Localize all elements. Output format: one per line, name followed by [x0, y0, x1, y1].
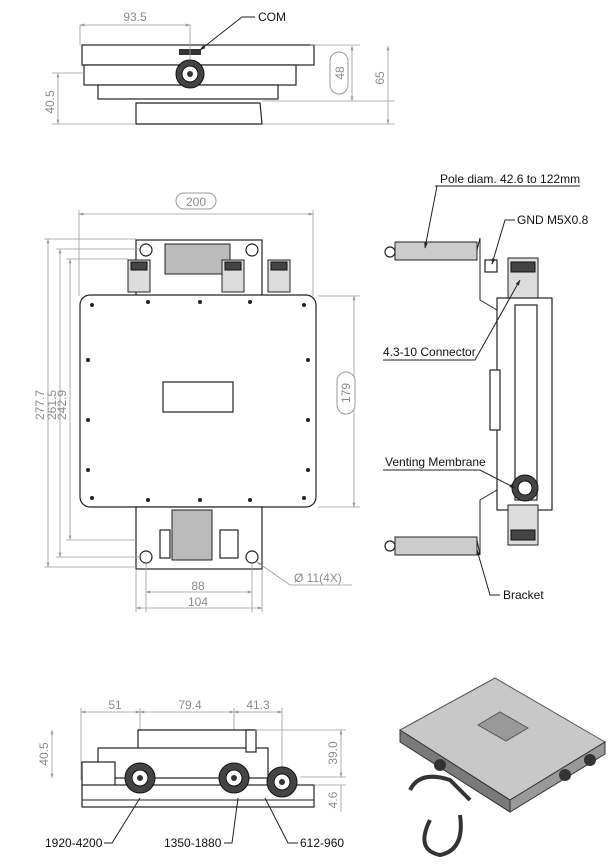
isometric-render: [399, 677, 606, 858]
port-label-1350-1880: 1350-1880: [164, 836, 222, 850]
callout-pole-diameter: Pole diam. 42.6 to 122mm: [440, 172, 580, 186]
dim-40-5-top: 40.5: [43, 90, 57, 114]
callout-com: COM: [258, 10, 286, 24]
pole-clamp-spring: [164, 243, 231, 275]
dim-41-3: 41.3: [246, 698, 270, 712]
dim-93-5: 93.5: [123, 10, 147, 24]
iso-pole-bracket: [408, 774, 472, 858]
dim-277-7: 277.7: [33, 390, 47, 420]
port-label-1920-4200: 1920-4200: [45, 836, 103, 850]
dim-48: 48: [333, 66, 347, 80]
bottom-ports: [124, 762, 298, 798]
dim-48-pill: [329, 51, 349, 95]
dim-65: 65: [373, 71, 387, 85]
upper-pole-clamp: [394, 241, 478, 261]
dim-88: 88: [191, 579, 205, 593]
front-view: 200 277.7 261.5 242.9: [33, 192, 360, 612]
callout-gnd: GND M5X0.8: [517, 213, 589, 227]
gnd-stud: [484, 259, 498, 273]
dim-104: 104: [188, 595, 208, 609]
iso-label-window: [477, 711, 529, 742]
dim-179: 179: [339, 383, 353, 403]
bottom-view: 51 79.4 41.3 40.5 39.0 4.6 1920-4200 135…: [37, 698, 346, 850]
dim-39-0: 39.0: [326, 741, 340, 765]
dim-179-pill: [336, 371, 356, 415]
port-label-612-960: 612-960: [300, 836, 344, 850]
side-view: Pole diam. 42.6 to 122mm GND M5X0.8 4.3-…: [383, 172, 589, 602]
com-connector: [175, 59, 205, 89]
lower-pole-clamp: [394, 536, 478, 556]
dim-4-6: 4.6: [326, 791, 340, 808]
dim-200-pill: [175, 192, 217, 210]
connectors-top: [127, 259, 291, 293]
callout-connector: 4.3-10 Connector: [383, 345, 476, 359]
dim-79-4: 79.4: [178, 698, 202, 712]
callout-venting-membrane: Venting Membrane: [385, 455, 486, 469]
dim-242-9: 242.9: [55, 390, 69, 420]
callout-bracket: Bracket: [503, 588, 544, 602]
dim-hole-diameter: Ø 11(4X): [294, 571, 342, 585]
label-window: [162, 381, 234, 413]
dim-40-5-bottom: 40.5: [37, 742, 51, 766]
housing-screws: [86, 300, 310, 502]
top-view: 93.5 COM 48 65 40.5: [43, 10, 395, 125]
dim-200: 200: [186, 195, 206, 209]
bracket-profile: [135, 102, 263, 125]
dim-261-5: 261.5: [45, 390, 59, 420]
dim-51: 51: [108, 698, 122, 712]
